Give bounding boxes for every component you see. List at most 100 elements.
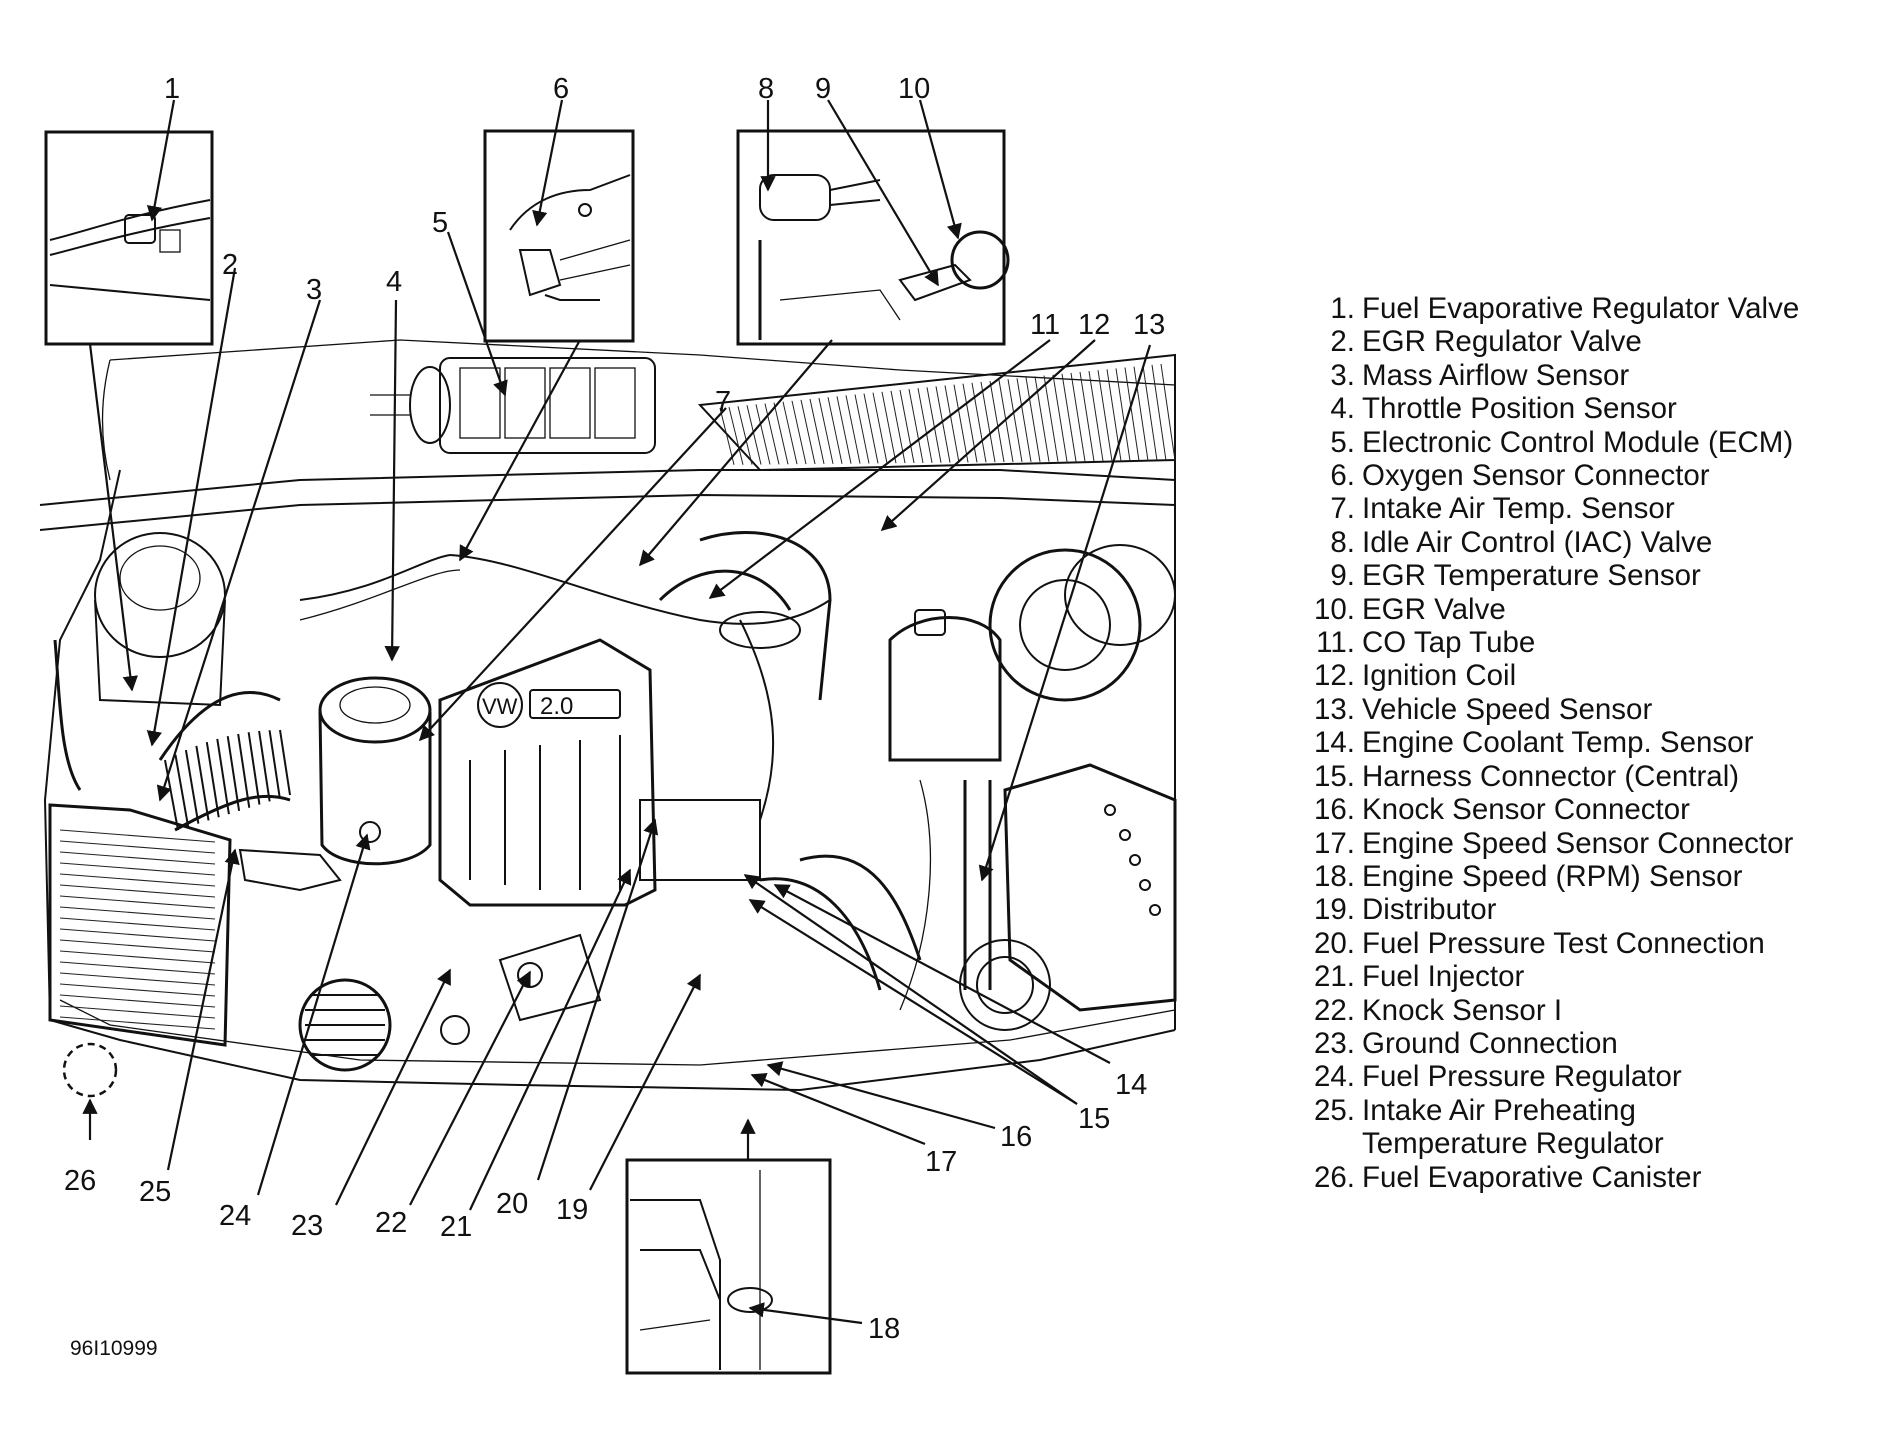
callout-19: 19 [556,1194,588,1226]
legend-item-label: EGR Temperature Sensor [1362,559,1701,593]
leader-18 [748,1302,863,1325]
callout-9: 9 [815,73,831,105]
legend-item-label: Ignition Coil [1362,659,1517,693]
legend-item: 16.Knock Sensor Connector [1305,793,1880,826]
alternator [298,978,392,1072]
callout-1: 1 [164,73,180,105]
legend-item-number: 23. [1313,1026,1355,1060]
callout-7: 7 [715,386,731,418]
legend-item: 21.Fuel Injector [1305,960,1880,993]
legend-item-label: Idle Air Control (IAC) Valve [1362,525,1713,559]
legend-item: 9.EGR Temperature Sensor [1305,559,1880,592]
legend-item: 13.Vehicle Speed Sensor [1305,693,1880,726]
legend-item-number: 18. [1313,859,1355,893]
inset-iac-egr [736,129,1010,346]
engine-bay-illustration: VW 2.0 [39,339,1177,1092]
legend-item: 20.Fuel Pressure Test Connection [1305,927,1880,960]
ground-bolt [440,1015,470,1045]
leader-16 [766,1061,996,1130]
callout-24: 24 [219,1200,251,1232]
legend-item: 22.Knock Sensor I [1305,994,1880,1027]
knock-sensor-bolt [517,962,543,988]
callout-14: 14 [1115,1069,1147,1101]
legend-item-number: 10. [1313,592,1355,626]
leader-23 [335,968,451,1206]
callout-21: 21 [440,1211,472,1243]
engine-block-detail [498,933,602,1022]
leader-3 [156,299,322,802]
legend-item-label: Fuel Pressure Regulator [1362,1060,1682,1094]
legend-item-label: Oxygen Sensor Connector [1362,459,1710,493]
bracket [238,848,342,892]
cowl-vent-grille [697,353,1176,472]
leader-10 [918,99,962,240]
legend-item-number: 8. [1330,525,1355,559]
legend-item-label: Fuel Pressure Test Connection [1362,926,1765,960]
legend-item-number: 19. [1313,893,1355,927]
leader-15b [748,899,1078,1105]
callout-3: 3 [306,274,322,306]
legend-item-label: EGR Regulator Valve [1362,325,1642,359]
legend-item: 2.EGR Regulator Valve [1305,325,1880,358]
wiring-harness [299,554,932,1011]
leader-8-inset [639,339,833,567]
leader-5 [446,231,508,397]
callout-4: 4 [386,266,402,298]
callout-13: 13 [1133,309,1165,341]
legend-item: 8.Idle Air Control (IAC) Valve [1305,526,1880,559]
callout-5: 5 [432,207,448,239]
throttle-body [318,676,432,866]
legend-item-label: Harness Connector (Central) [1362,759,1740,793]
leader-2 [146,267,237,747]
callout-17: 17 [925,1146,957,1178]
legend-item-label: Fuel Injector [1362,960,1525,994]
callout-11: 11 [1030,309,1060,341]
leader-19 [589,973,701,1191]
legend-item: 19.Distributor [1305,893,1880,926]
legend-item-label: EGR Valve [1362,592,1506,626]
legend-item: 23.Ground Connection [1305,1027,1880,1060]
legend-item-label: Distributor [1362,893,1497,927]
callout-16: 16 [1000,1121,1032,1153]
legend-item-label: Temperature Regulator [1362,1127,1664,1161]
legend-item-label: Engine Speed (RPM) Sensor [1362,859,1743,893]
intake-manifold-cover: VW 2.0 [438,638,657,907]
legend-item: 17.Engine Speed Sensor Connector [1305,827,1880,860]
legend-item-number: 26. [1313,1160,1355,1194]
legend-item-label: Knock Sensor I [1362,993,1563,1027]
legend-item-label: CO Tap Tube [1362,626,1536,660]
legend-item-number: 5. [1330,425,1355,459]
leader-14 [773,884,1111,1064]
legend-item-label: Electronic Control Module (ECM) [1362,425,1794,459]
legend-item-number: 15. [1313,759,1355,793]
legend-item: 18.Engine Speed (RPM) Sensor [1305,860,1880,893]
legend-item: 12.Ignition Coil [1305,659,1880,692]
callout-20: 20 [496,1188,528,1220]
legend-item: 14.Engine Coolant Temp. Sensor [1305,726,1880,759]
legend-item: 7.Intake Air Temp. Sensor [1305,492,1880,525]
air-filter-box [48,803,232,1047]
canister-location-circle [62,1042,118,1098]
leader-20 [536,818,659,1181]
center-engine-parts [639,531,922,991]
legend-item-number: 21. [1313,960,1355,994]
legend-item-label: Fuel Evaporative Regulator Valve [1362,292,1800,325]
leader-22 [409,970,531,1206]
leader-24 [256,833,371,1196]
leader-17 [750,1072,926,1146]
legend-item: 10.EGR Valve [1305,593,1880,626]
svg-text:VW: VW [482,694,518,719]
leader-25 [166,848,240,1171]
leader-21 [469,868,632,1211]
legend-item: 11.CO Tap Tube [1305,626,1880,659]
legend-item-label: Ground Connection [1362,1026,1618,1060]
callout-numbers: 1 2 3 4 5 6 7 8 9 10 11 12 13 14 15 16 1… [64,73,1165,1345]
legend-item-number: 3. [1330,358,1355,392]
legend-item-label: Engine Speed Sensor Connector [1362,826,1794,860]
callout-15: 15 [1078,1103,1110,1135]
legend-item-number: 11. [1316,626,1355,660]
legend-item-label: Throttle Position Sensor [1362,392,1677,426]
callout-6: 6 [553,73,569,105]
